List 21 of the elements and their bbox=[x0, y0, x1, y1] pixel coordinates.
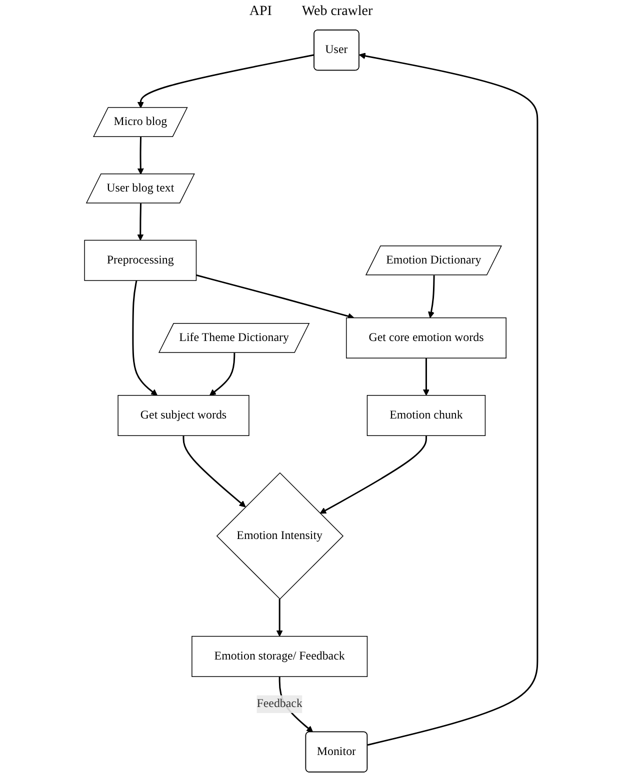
arrow bbox=[358, 52, 538, 746]
arrow bbox=[132, 280, 158, 396]
arrow bbox=[276, 599, 283, 637]
edge-note: API bbox=[249, 4, 272, 20]
arrow bbox=[196, 274, 354, 320]
arrow bbox=[422, 358, 430, 396]
arrow bbox=[428, 275, 435, 318]
arrow bbox=[137, 136, 144, 175]
arrow bbox=[320, 436, 427, 514]
arrow bbox=[182, 436, 246, 508]
arrow bbox=[137, 203, 144, 241]
node-box: Preprocessing bbox=[84, 240, 197, 281]
node-box: Emotion chunk bbox=[366, 395, 486, 436]
edge-label: Feedback bbox=[256, 697, 302, 710]
node-diamond: Emotion Intensity bbox=[216, 472, 344, 600]
edge-note: Web crawler bbox=[302, 4, 373, 20]
arrow bbox=[137, 54, 315, 108]
node-box: Get core emotion words bbox=[346, 317, 506, 358]
node-box: Get subject words bbox=[118, 395, 250, 436]
arrow bbox=[209, 352, 236, 396]
node-box: Emotion storage/ Feedback bbox=[192, 636, 368, 677]
